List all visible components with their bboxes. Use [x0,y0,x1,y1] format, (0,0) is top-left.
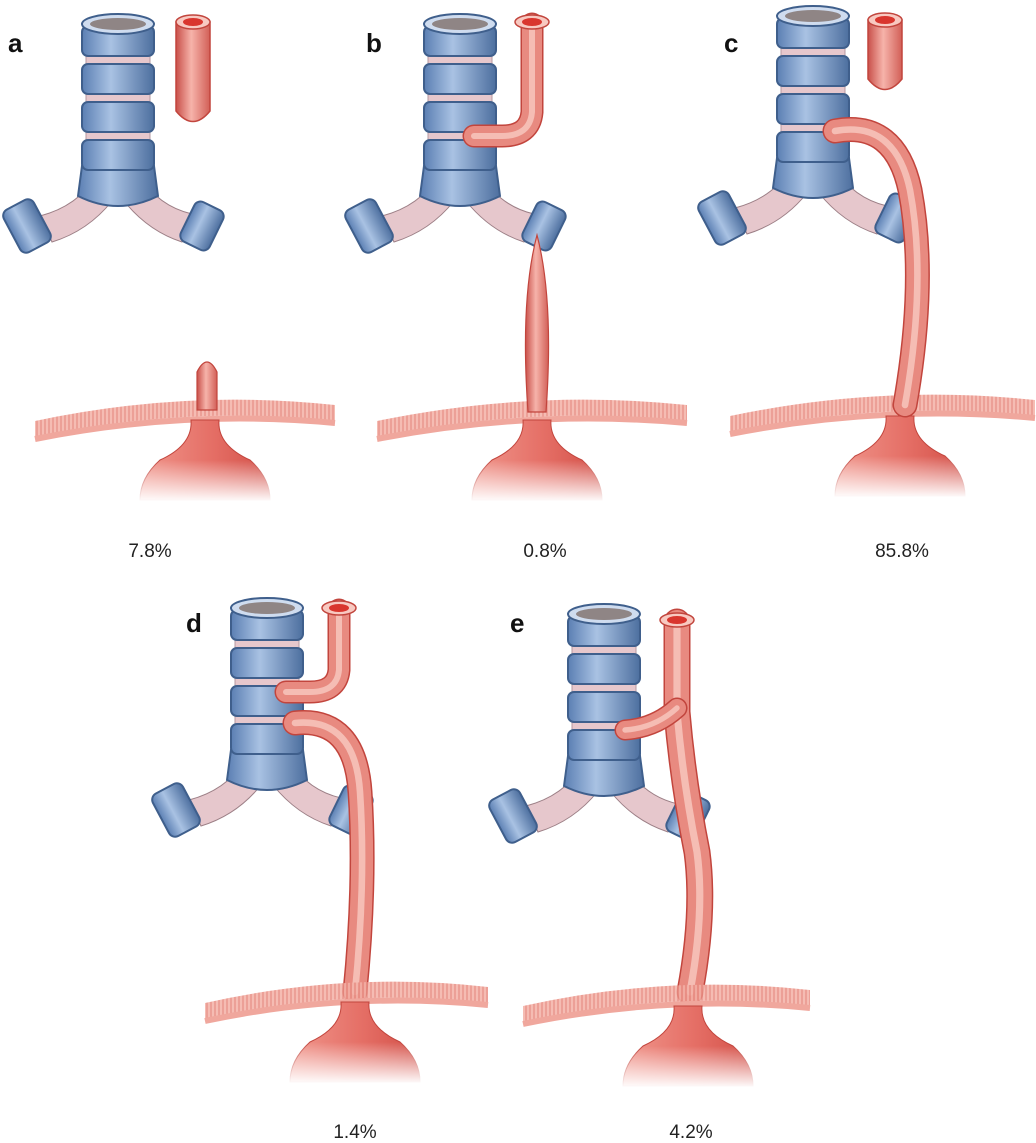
stomach-fade [136,460,274,502]
upper-esophageal-pouch [176,15,210,122]
cartilage-ring [424,64,496,94]
panel-d-percent: 1.4% [333,1122,376,1143]
tracheal-lumen [239,602,295,614]
carina-ring [564,756,644,796]
tracheal-lumen [785,10,841,22]
panel-b [343,14,687,502]
panel-b-percent: 0.8% [523,541,566,562]
panel-d-letter: d [186,608,202,638]
panel-e-letter: e [510,608,524,638]
left-bronchus-ring [487,787,540,845]
upper-esophageal-pouch [868,13,902,90]
cartilage-ring [82,64,154,94]
right-bronchus-ring [520,199,568,253]
panel-d [150,598,488,1084]
lower-esophageal-stub [197,362,217,410]
panel-e-percent: 4.2% [669,1122,712,1143]
right-bronchus-ring [178,199,226,253]
stomach [136,420,274,502]
carina-ring [227,750,307,790]
stomach-fade [619,1046,757,1088]
carina-ring [420,166,500,206]
panel-a-letter: a [8,28,23,58]
carina-ring [78,166,158,206]
cartilage-ring [568,692,640,722]
esophageal-lumen [522,18,542,26]
panel-c-percent: 85.8% [875,541,929,562]
cartilage-ring [82,102,154,132]
stomach [619,1006,757,1088]
panel-e [487,604,810,1088]
stomach-fade [468,460,606,502]
cartilage-ring [231,648,303,678]
carina-ring [773,158,853,198]
esophageal-lumen [667,616,687,624]
panel-c-letter: c [724,28,738,58]
panel-b-letter: b [366,28,382,58]
diaphragm [523,985,810,1024]
stomach-fade [286,1042,424,1084]
tracheal-lumen [90,18,146,30]
left-bronchus-ring [1,197,54,255]
stomach [831,416,969,498]
esophageal-lumen [875,16,895,24]
diaphragm [730,395,1035,434]
diaphragm [35,400,335,439]
panel-a [1,14,335,502]
cartilage-ring [82,140,154,170]
left-bronchus-ring [150,781,203,839]
stomach [468,420,606,502]
tracheal-lumen [432,18,488,30]
left-bronchus-ring [343,197,396,255]
stomach-fade [831,456,969,498]
esophageal-lumen [183,18,203,26]
esophageal-lumen [329,604,349,612]
lower-esophageal-pouch [525,235,548,412]
cartilage-ring [777,56,849,86]
left-bronchus-ring [696,189,749,247]
panel-c [696,6,1035,498]
cartilage-ring [568,654,640,684]
tracheal-lumen [576,608,632,620]
stomach [286,1002,424,1084]
panel-a-percent: 7.8% [128,541,171,562]
